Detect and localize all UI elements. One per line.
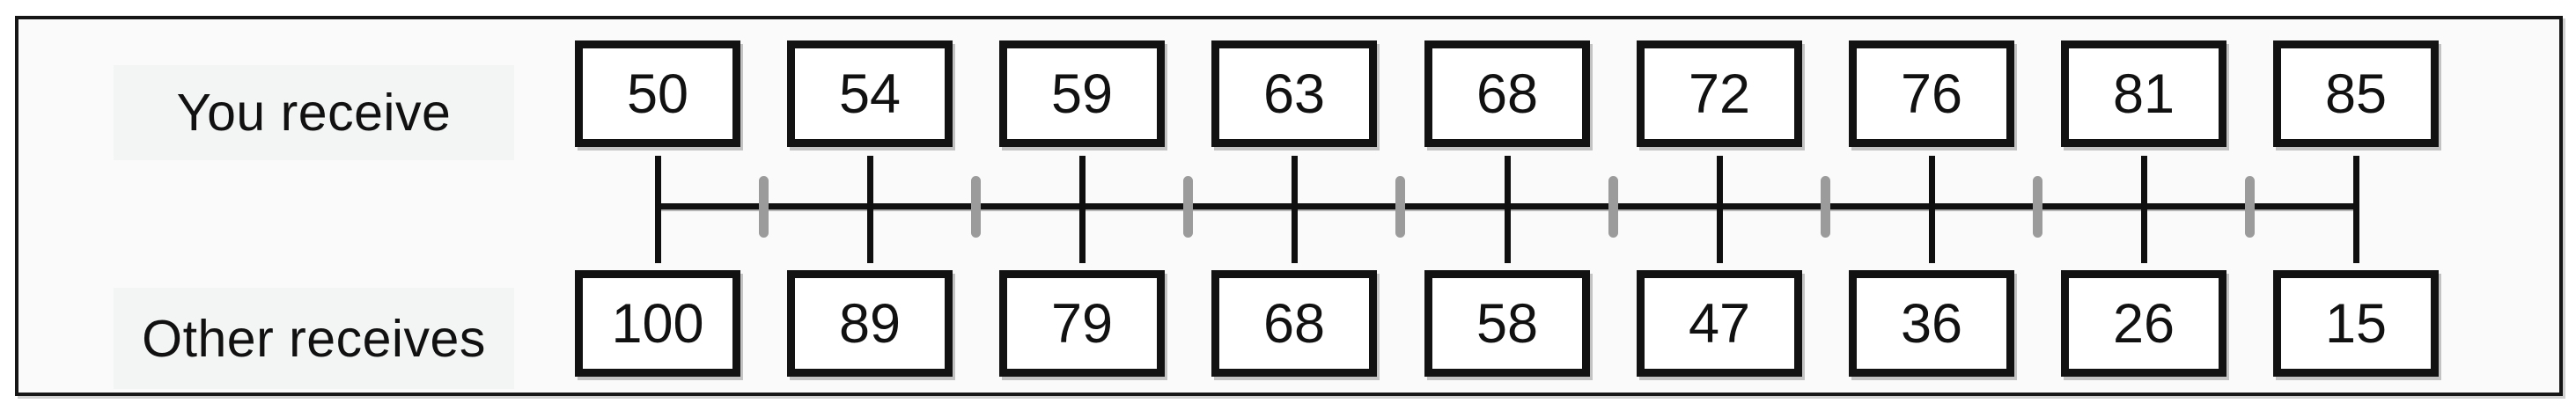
option-major-tick[interactable] bbox=[1716, 156, 1723, 263]
other-receives-value: 26 bbox=[2112, 292, 2175, 355]
other-receives-value-box[interactable]: 79 bbox=[999, 270, 1165, 377]
other-receives-value-box[interactable]: 89 bbox=[787, 270, 953, 377]
option-major-tick[interactable] bbox=[2140, 156, 2147, 263]
other-receives-value: 36 bbox=[1900, 292, 1963, 355]
option-major-tick[interactable] bbox=[1078, 156, 1086, 263]
other-receives-value-box[interactable]: 58 bbox=[1424, 270, 1590, 377]
midpoint-minor-tick bbox=[1395, 176, 1406, 238]
you-receive-value-box[interactable]: 85 bbox=[2273, 40, 2439, 147]
other-receives-value-box[interactable]: 100 bbox=[575, 270, 740, 377]
other-receives-value-box[interactable]: 47 bbox=[1637, 270, 1802, 377]
you-receive-value: 50 bbox=[626, 62, 689, 125]
you-receive-value-box[interactable]: 54 bbox=[787, 40, 953, 147]
you-receive-value: 76 bbox=[1900, 62, 1963, 125]
option-major-tick[interactable] bbox=[1504, 156, 1511, 263]
other-receives-value: 89 bbox=[838, 292, 902, 355]
other-receives-value: 100 bbox=[611, 292, 704, 355]
other-receives-value: 58 bbox=[1476, 292, 1539, 355]
you-receive-value-box[interactable]: 81 bbox=[2061, 40, 2226, 147]
you-receive-value-box[interactable]: 68 bbox=[1424, 40, 1590, 147]
option-major-tick[interactable] bbox=[866, 156, 873, 263]
you-receive-value: 72 bbox=[1688, 62, 1751, 125]
midpoint-minor-tick bbox=[2245, 176, 2256, 238]
other-receives-value-box[interactable]: 36 bbox=[1849, 270, 2014, 377]
option-major-tick[interactable] bbox=[1928, 156, 1935, 263]
midpoint-minor-tick bbox=[2033, 176, 2043, 238]
midpoint-minor-tick bbox=[759, 176, 769, 238]
you-receive-value-box[interactable]: 72 bbox=[1637, 40, 1802, 147]
option-major-tick[interactable] bbox=[1291, 156, 1298, 263]
midpoint-minor-tick bbox=[1608, 176, 1619, 238]
other-receives-label: Other receives bbox=[114, 288, 514, 389]
other-receives-value-box[interactable]: 68 bbox=[1211, 270, 1377, 377]
you-receive-value: 54 bbox=[838, 62, 902, 125]
you-receive-value: 85 bbox=[2324, 62, 2388, 125]
option-major-tick[interactable] bbox=[2352, 156, 2359, 263]
other-receives-value-box[interactable]: 26 bbox=[2061, 270, 2226, 377]
you-receive-value-box[interactable]: 50 bbox=[575, 40, 740, 147]
you-receive-value-box[interactable]: 59 bbox=[999, 40, 1165, 147]
you-receive-value: 59 bbox=[1050, 62, 1114, 125]
you-receive-value: 63 bbox=[1262, 62, 1326, 125]
other-receives-value-box[interactable]: 15 bbox=[2273, 270, 2439, 377]
you-receive-value-box[interactable]: 63 bbox=[1211, 40, 1377, 147]
widget-frame: You receive Other receives 50 100 54 89 59 79… bbox=[15, 16, 2563, 396]
you-receive-value-box[interactable]: 76 bbox=[1849, 40, 2014, 147]
midpoint-minor-tick bbox=[1183, 176, 1194, 238]
other-receives-value: 47 bbox=[1688, 292, 1751, 355]
other-receives-value: 68 bbox=[1262, 292, 1326, 355]
you-receive-value: 81 bbox=[2112, 62, 2175, 125]
midpoint-minor-tick bbox=[971, 176, 982, 238]
other-receives-value: 15 bbox=[2324, 292, 2388, 355]
midpoint-minor-tick bbox=[1821, 176, 1831, 238]
other-receives-value: 79 bbox=[1050, 292, 1114, 355]
you-receive-label: You receive bbox=[114, 65, 514, 160]
option-major-tick[interactable] bbox=[654, 156, 661, 263]
you-receive-value: 68 bbox=[1476, 62, 1539, 125]
